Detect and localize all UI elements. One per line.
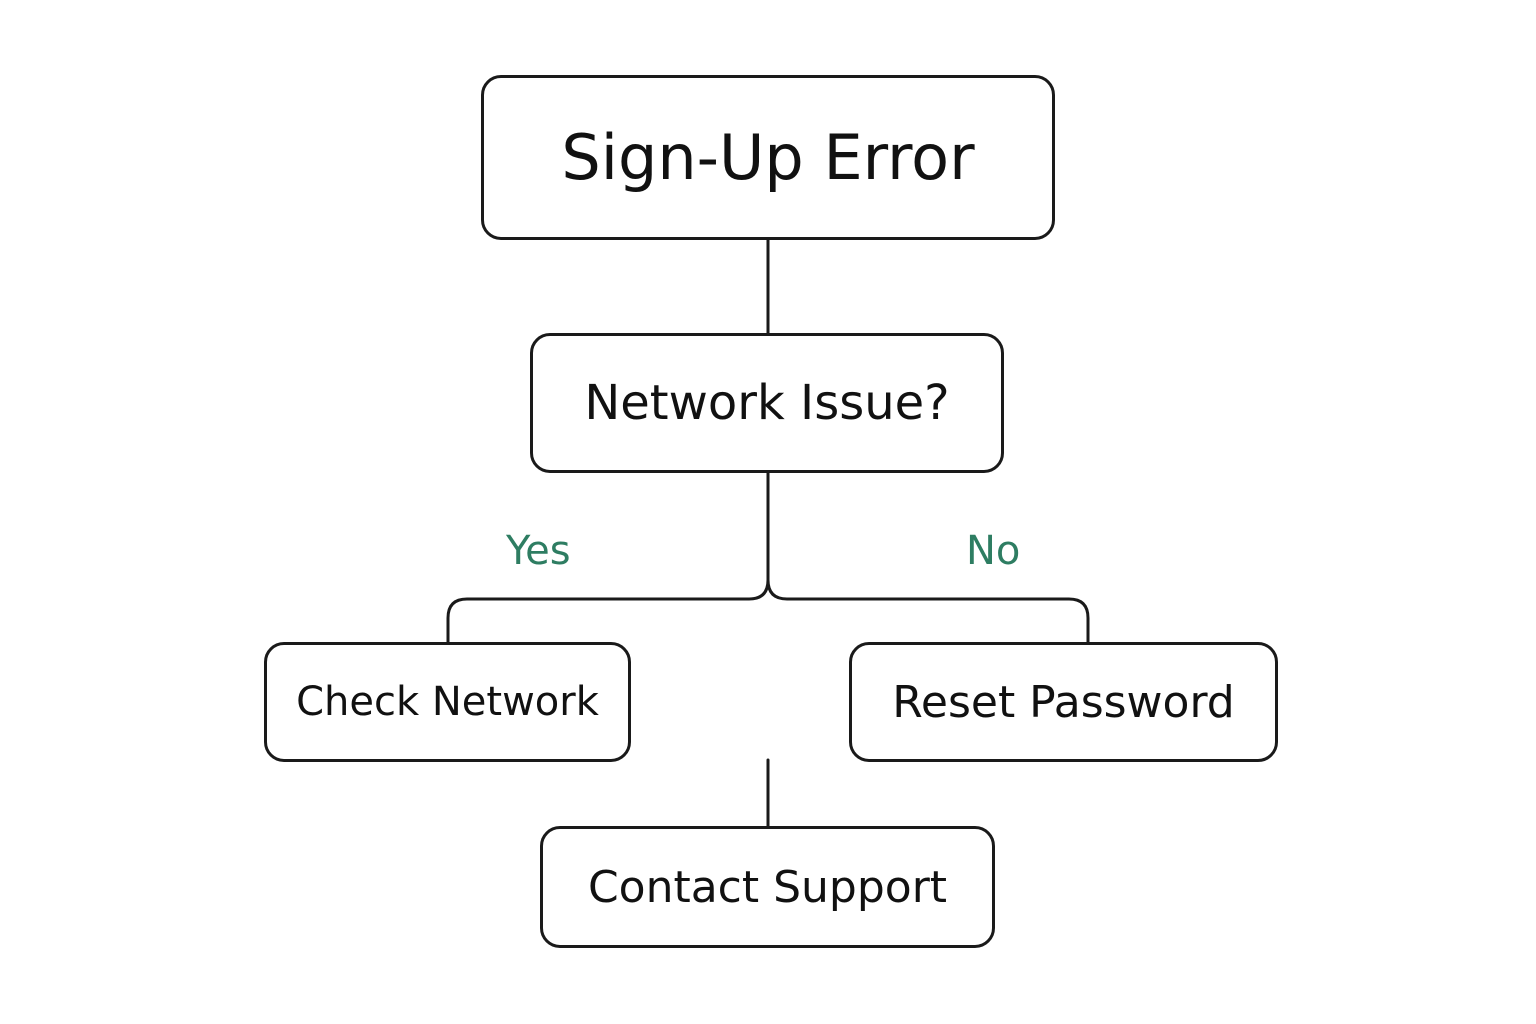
branch-label-yes: Yes	[506, 528, 571, 574]
node-contact-support-label: Contact Support	[587, 861, 948, 913]
node-reset-password-label: Reset Password	[892, 676, 1235, 728]
node-network-issue-decision: Network Issue?	[530, 333, 1004, 473]
node-check-network: Check Network	[264, 642, 631, 762]
node-contact-support: Contact Support	[540, 826, 995, 948]
connector-decision-to-no	[766, 578, 1090, 644]
node-sign-up-error: Sign-Up Error	[481, 75, 1055, 240]
connector-decision-to-yes	[446, 471, 770, 644]
node-network-issue-label: Network Issue?	[584, 375, 950, 431]
node-reset-password: Reset Password	[849, 642, 1278, 762]
node-check-network-label: Check Network	[296, 679, 599, 725]
node-sign-up-error-label: Sign-Up Error	[561, 121, 975, 194]
branch-label-no: No	[966, 528, 1021, 574]
